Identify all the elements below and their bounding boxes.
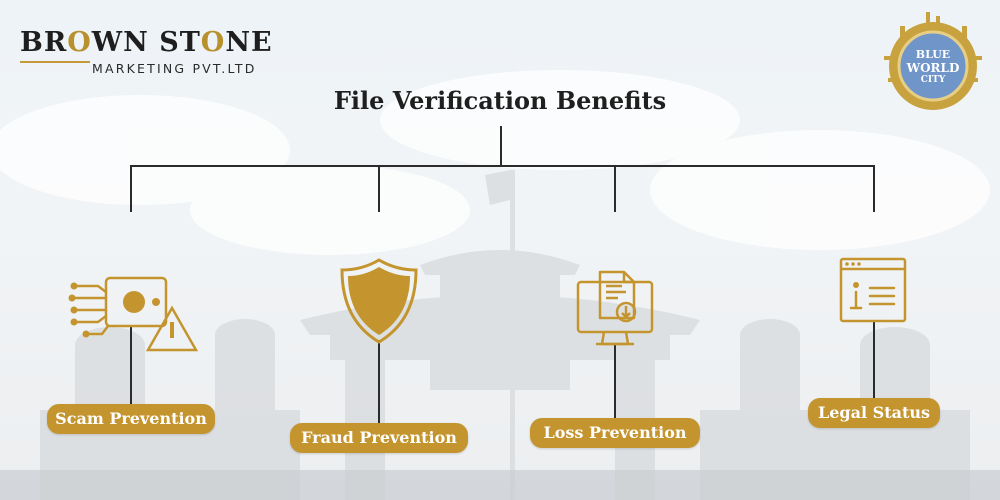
legal-status-label: Legal Status xyxy=(808,398,940,428)
brand-rule xyxy=(20,61,90,63)
bwc-text-line2: WORLD xyxy=(906,61,960,75)
bwc-text-line1: BLUE xyxy=(915,48,951,61)
connector-drop-1 xyxy=(130,165,132,212)
connector-icon-4 xyxy=(873,320,875,400)
scam-prevention-label: Scam Prevention xyxy=(47,404,215,434)
brand-name-part: WN ST xyxy=(91,27,201,58)
brown-stone-logo: BROWN STONE MARKETING PVT.LTD xyxy=(20,28,280,76)
fraud-prevention-label: Fraud Prevention xyxy=(290,423,468,453)
document-download-monitor-icon xyxy=(576,270,654,346)
connector-icon-2 xyxy=(378,340,380,425)
shield-icon xyxy=(340,258,418,344)
fraud-warning-circuit-icon xyxy=(68,276,198,352)
info-document-browser-icon xyxy=(839,257,907,323)
brand-name-o: O xyxy=(67,27,92,58)
brand-name-o: O xyxy=(200,27,226,58)
connector-drop-2 xyxy=(378,165,380,212)
page-title: File Verification Benefits xyxy=(333,86,667,115)
connector-drop-3 xyxy=(614,165,616,212)
connector-drop-4 xyxy=(873,165,875,212)
connector-stem xyxy=(500,126,502,166)
globe-skyline-icon xyxy=(884,12,982,110)
brand-name-part: NE xyxy=(225,27,273,58)
connector-horizontal xyxy=(130,165,874,167)
brand-name: BROWN STONE xyxy=(20,28,280,58)
brand-subtitle: MARKETING PVT.LTD xyxy=(92,61,257,76)
connector-icon-1 xyxy=(130,325,132,405)
connector-icon-3 xyxy=(614,345,616,420)
brand-name-part: BR xyxy=(20,27,68,58)
blue-world-city-logo: BLUE WORLD CITY xyxy=(878,8,988,118)
bwc-text-line3: CITY xyxy=(920,75,946,85)
loss-prevention-label: Loss Prevention xyxy=(530,418,700,448)
